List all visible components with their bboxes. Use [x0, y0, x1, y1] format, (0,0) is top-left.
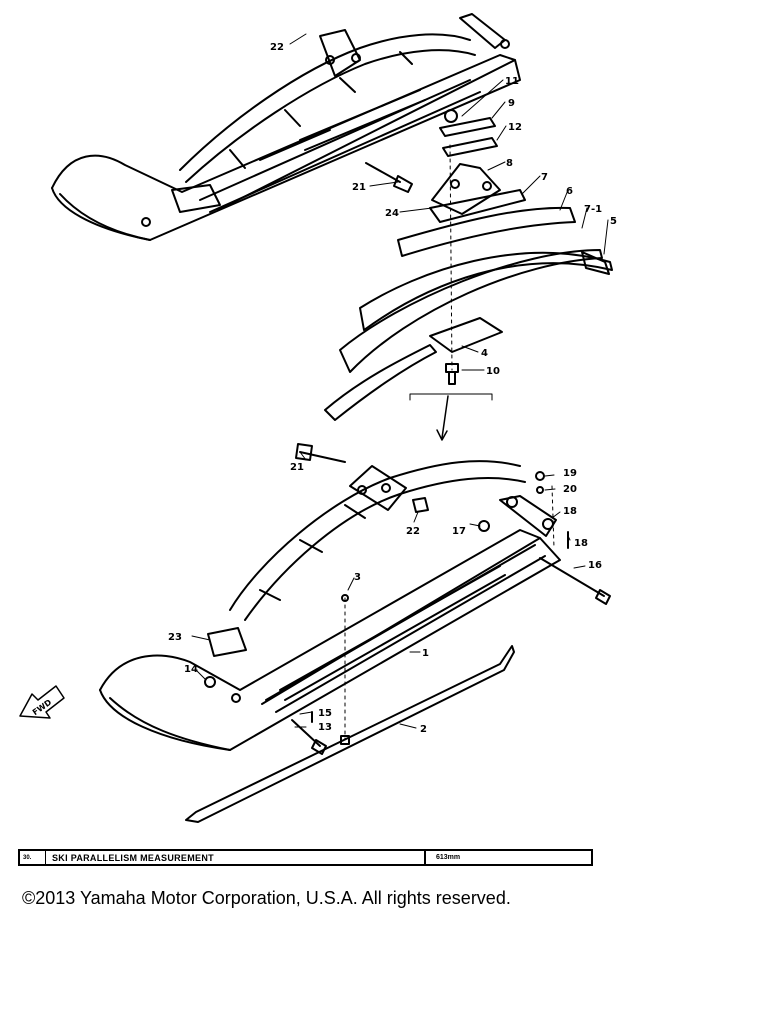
callout-17: 17 — [452, 526, 466, 537]
callout-23: 23 — [168, 632, 182, 643]
callout-21-lower: 21 — [290, 462, 304, 473]
callout-2: 2 — [420, 724, 427, 735]
callout-22-lower: 22 — [406, 526, 420, 537]
callout-15: 15 — [318, 708, 332, 719]
spec-value: 613mm — [436, 854, 461, 861]
callout-24: 24 — [385, 208, 399, 219]
callout-4: 4 — [481, 348, 488, 359]
spec-label: SKI PARALLELISM MEASUREMENT — [46, 851, 426, 864]
callout-14: 14 — [184, 664, 198, 675]
callout-5: 5 — [610, 216, 617, 227]
callout-9: 9 — [508, 98, 515, 109]
leader-lines — [191, 33, 609, 729]
fwd-arrow-icon — [19, 685, 65, 719]
fwd-arrow-label: FWD — [31, 698, 54, 718]
callout-8: 8 — [506, 158, 513, 169]
callout-3: 3 — [354, 572, 361, 583]
callout-7-1: 7-1 — [584, 204, 602, 215]
callout-11: 11 — [505, 76, 519, 87]
callout-21-upper: 21 — [352, 182, 366, 193]
exploded-parts-diagram: 22 11 9 12 8 7 6 7-1 5 21 24 4 10 21 19 … — [19, 13, 617, 823]
callout-16: 16 — [588, 560, 602, 571]
callout-10: 10 — [486, 366, 500, 377]
callout-20: 20 — [563, 484, 577, 495]
callout-6: 6 — [566, 186, 573, 197]
callout-13: 13 — [318, 722, 332, 733]
callout-18-upper: 18 — [563, 506, 577, 517]
upper-ski-assembly — [51, 13, 521, 241]
callout-22-upper: 22 — [270, 42, 284, 53]
callout-7: 7 — [541, 172, 548, 183]
callout-1: 1 — [422, 648, 429, 659]
callout-19: 19 — [563, 468, 577, 479]
spec-number: 30. — [20, 851, 46, 864]
copyright-notice: ©2013 Yamaha Motor Corporation, U.S.A. A… — [22, 888, 511, 908]
middle-exploded-parts — [324, 109, 613, 441]
callout-12: 12 — [508, 122, 522, 133]
spec-table: 30. SKI PARALLELISM MEASUREMENT 613mm — [18, 849, 593, 866]
lower-ski-assembly — [99, 443, 611, 823]
callout-18-lower: 18 — [574, 538, 588, 549]
